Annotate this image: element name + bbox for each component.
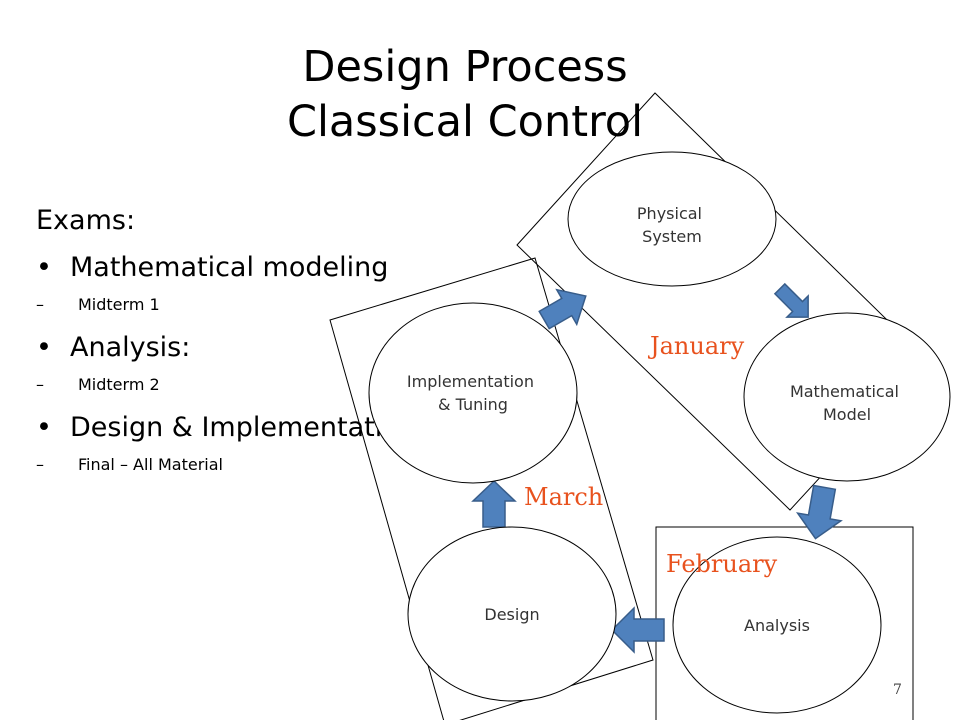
node-physical-system: Physical System (567, 151, 777, 287)
bullet-text: Analysis: (70, 332, 191, 363)
bullet-dot-icon: • (36, 332, 52, 363)
slide-title: Design Process Classical Control (0, 40, 930, 150)
bullet-text: Mathematical modeling (70, 252, 389, 283)
sub-bullet-text: Midterm 1 (78, 295, 160, 314)
node-label-line: System (642, 227, 702, 246)
bullet-list: • Mathematical modeling – Midterm 1 • An… (36, 250, 516, 476)
page-number: 7 (893, 682, 902, 698)
january-phase-box (516, 92, 929, 511)
month-label-march: March (524, 483, 603, 511)
dash-icon: – (36, 295, 44, 314)
arrow-model-to-analysis-icon (795, 484, 843, 540)
exam-list: Exams: • Mathematical modeling – Midterm… (36, 205, 516, 482)
arrow-implementation-to-physical-icon (538, 288, 587, 330)
dash-icon: – (36, 375, 44, 394)
sub-bullet-item: – Midterm 1 (36, 294, 516, 316)
node-analysis: Analysis (672, 536, 882, 714)
node-label-line: Model (823, 405, 871, 424)
bullet-item: • Analysis: (36, 330, 516, 366)
bullet-text: Design & Implementation (70, 412, 416, 443)
node-mathematical-model: Mathematical Model (743, 312, 951, 482)
svg-text:Mathematical Model: Mathematical Model (790, 382, 904, 424)
arrow-physical-to-model-icon (773, 282, 809, 318)
month-label-january: January (647, 332, 745, 360)
arrow-design-to-implementation-icon (471, 479, 517, 528)
title-line-1: Design Process (302, 42, 628, 92)
node-label-line: Design (484, 605, 539, 624)
sub-bullet-text: Final – All Material (78, 455, 223, 474)
arrow-analysis-to-design-icon (610, 606, 665, 654)
bullet-dot-icon: • (36, 412, 52, 443)
bullet-dot-icon: • (36, 252, 52, 283)
bullet-item: • Mathematical modeling (36, 250, 516, 286)
dash-icon: – (36, 455, 44, 474)
sub-bullet-text: Midterm 2 (78, 375, 160, 394)
month-label-february: February (666, 550, 778, 578)
node-label-line: Analysis (744, 616, 810, 635)
svg-text:Physical System: Physical System (637, 204, 707, 246)
node-design: Design (407, 526, 617, 702)
sub-bullet-item: – Final – All Material (36, 454, 516, 476)
exams-heading: Exams: (36, 205, 136, 236)
february-phase-box (655, 526, 914, 720)
node-label-line: Mathematical (790, 382, 899, 401)
node-label-line: Physical (637, 204, 702, 223)
title-line-2: Classical Control (286, 97, 644, 147)
bullet-item: • Design & Implementation (36, 410, 516, 446)
sub-bullet-item: – Midterm 2 (36, 374, 516, 396)
